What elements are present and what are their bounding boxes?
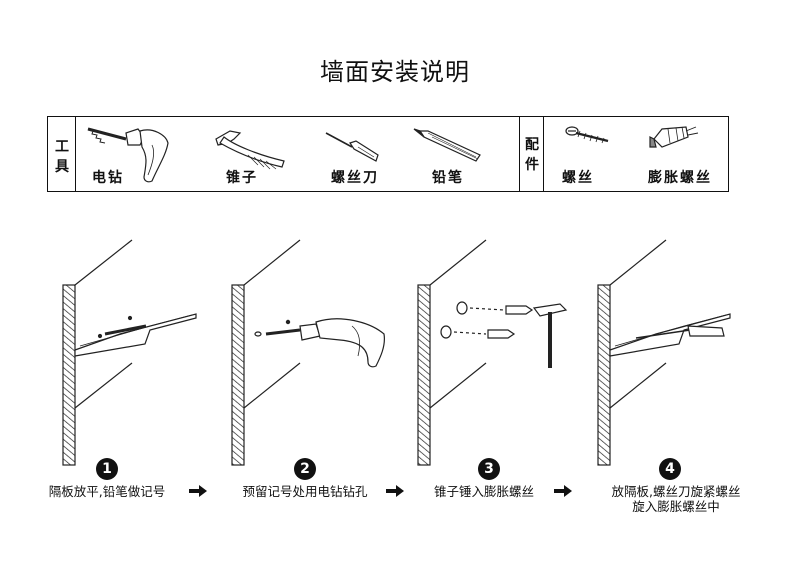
steps-diagram [62, 239, 731, 466]
tools-header: 工 具 [53, 137, 71, 177]
step-2-illustration [231, 239, 385, 466]
tool-label-screwdriver: 螺丝刀 [331, 170, 379, 186]
step-caption-2: 预留记号处用电钻钻孔 [242, 484, 368, 499]
step-number-2: 2 [294, 458, 316, 480]
hammer-icon [215, 130, 285, 170]
screw-icon [565, 126, 609, 144]
step-number-3: 3 [478, 458, 500, 480]
arrow-right-icon [386, 485, 404, 497]
tools-panel: 工 具 配 件 [47, 116, 729, 192]
page-title: 墙面安装说明 [320, 58, 470, 86]
tools-header-text: 工 具 [55, 139, 69, 175]
divider [543, 117, 544, 191]
screwdriver-icon [325, 132, 379, 162]
step-1-illustration [62, 239, 197, 466]
parts-header: 配 件 [523, 135, 541, 175]
step-number-1: 1 [96, 458, 118, 480]
tool-label-hammer: 锥子 [226, 170, 258, 186]
tool-label-drill: 电钻 [92, 170, 124, 186]
step-3-illustration [417, 239, 568, 466]
drill-icon [87, 127, 169, 183]
part-label-anchor: 膨胀螺丝 [648, 170, 712, 186]
divider [519, 117, 520, 191]
step-caption-4: 放隔板,螺丝刀旋紧螺丝 旋入膨胀螺丝中 [611, 484, 741, 514]
divider [75, 117, 76, 191]
step-caption-3: 锥子锤入膨胀螺丝 [433, 484, 534, 499]
tool-illustrations [87, 126, 699, 183]
parts-header-text: 配 件 [525, 137, 539, 173]
step-number-4: 4 [659, 458, 681, 480]
arrow-right-icon [189, 485, 207, 497]
pencil-icon [413, 128, 481, 162]
arrow-right-icon [554, 485, 572, 497]
part-label-screw: 螺丝 [562, 170, 594, 186]
step-4-illustration [597, 239, 731, 466]
tool-label-pencil: 铅笔 [432, 170, 464, 186]
step-caption-1: 隔板放平,铅笔做记号 [48, 484, 166, 499]
wall-anchor-icon [649, 126, 699, 148]
